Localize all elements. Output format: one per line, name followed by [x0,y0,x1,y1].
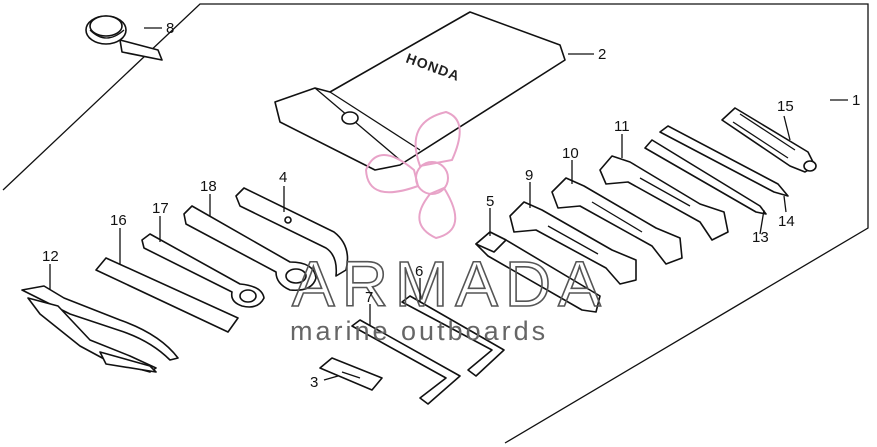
open-end-wrench-11 [599,155,729,241]
callout-12: 12 [42,248,59,265]
callout-5: 5 [486,193,494,210]
open-end-wrench-9 [509,201,637,285]
flat-bar [95,257,239,333]
ring-spanner [183,205,317,292]
leader-lines [49,27,848,381]
armada-logo-icon [364,110,461,240]
screwdriver-handle [721,107,817,173]
watermark-brand: ARMADA [292,248,608,320]
callout-10: 10 [562,145,579,162]
tool-bag: HONDA [274,11,566,171]
kit-frame [2,3,869,444]
callout-15: 15 [777,98,794,115]
callout-2: 2 [598,46,606,63]
callout-17: 17 [152,200,169,217]
callout-14: 14 [778,213,795,230]
open-end-wrench-10 [551,177,683,265]
watermark-tagline: marine outboards [290,316,548,346]
callout-3: 3 [310,374,318,391]
callout-18: 18 [200,178,217,195]
callout-6: 6 [415,263,423,280]
flat-spanner [141,233,265,308]
callout-11: 11 [614,118,630,135]
screwdriver-bit-2 [644,139,767,215]
callout-7: 7 [365,289,373,306]
callout-8: 8 [166,20,174,37]
callout-9: 9 [525,167,533,184]
callout-13: 13 [752,229,769,246]
callout-4: 4 [279,169,287,186]
allen-key-6 [401,295,505,377]
hook-spanner [235,187,349,277]
callout-16: 16 [110,212,127,229]
screwdriver-bit [659,125,789,197]
feeler-plate [319,357,383,391]
tire-gauge [85,15,163,61]
socket-wrench [475,231,601,313]
allen-key-7 [351,319,461,405]
callout-1: 1 [852,92,860,109]
pliers [21,285,179,373]
